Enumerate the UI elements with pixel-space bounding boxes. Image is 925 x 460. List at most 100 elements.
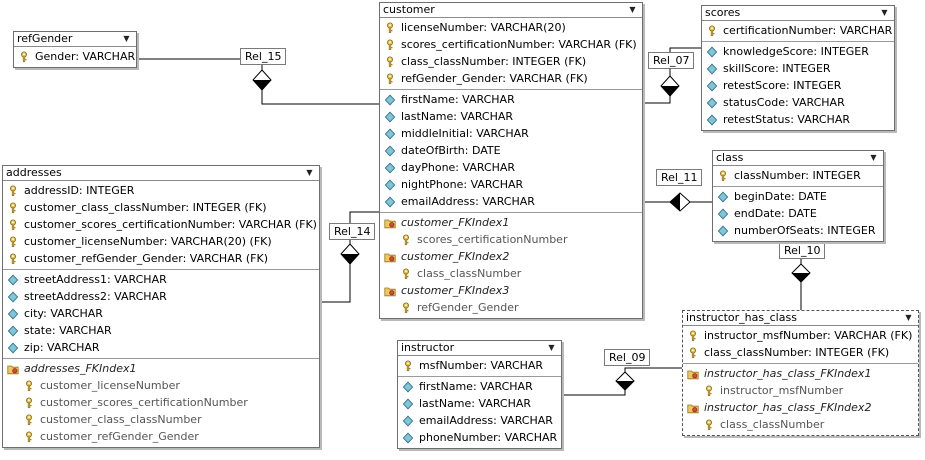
column-label: customer_class_classNumber (40, 413, 202, 426)
column-label: streetAddress1: VARCHAR (24, 273, 167, 286)
column-row[interactable]: retestScore: INTEGER (702, 77, 894, 94)
column-row[interactable]: customer_licenseNumber (3, 377, 319, 394)
column-row[interactable]: state: VARCHAR (3, 322, 319, 339)
table-name: refGender (17, 32, 73, 45)
column-row[interactable]: retestStatus: VARCHAR (702, 111, 894, 128)
column-row[interactable]: nightPhone: VARCHAR (380, 176, 642, 193)
column-row[interactable]: dayPhone: VARCHAR (380, 159, 642, 176)
column-row[interactable]: lastName: VARCHAR (398, 395, 561, 412)
column-row[interactable]: skillScore: INTEGER (702, 60, 894, 77)
column-row[interactable]: firstName: VARCHAR (398, 378, 561, 395)
column-row[interactable]: emailAddress: VARCHAR (380, 193, 642, 210)
column-row[interactable]: customer_refGender_Gender: VARCHAR (FK) (3, 250, 319, 267)
rel-09-label[interactable]: Rel_09 (604, 349, 651, 366)
chevron-down-icon[interactable]: ▼ (306, 168, 313, 177)
column-row[interactable]: emailAddress: VARCHAR (398, 412, 561, 429)
column-label: customer_scores_certificationNumber: VAR… (24, 218, 317, 231)
attribute-icon (717, 225, 729, 237)
table-customer[interactable]: customer▼licenseNumber: VARCHAR(20)score… (379, 2, 643, 319)
chevron-down-icon[interactable]: ▼ (905, 313, 912, 322)
column-row[interactable]: class_classNumber: INTEGER (FK) (380, 53, 642, 70)
column-row[interactable]: streetAddress1: VARCHAR (3, 271, 319, 288)
table-header[interactable]: scores▼ (702, 6, 894, 21)
column-row[interactable]: customer_class_classNumber: INTEGER (FK) (3, 199, 319, 216)
column-row[interactable]: class_classNumber (683, 416, 918, 433)
column-row[interactable]: statusCode: VARCHAR (702, 94, 894, 111)
column-row[interactable]: firstName: VARCHAR (380, 91, 642, 108)
column-row[interactable]: dateOfBirth: DATE (380, 142, 642, 159)
table-refgender[interactable]: refGender ▼ Gender: VARCHAR (13, 31, 137, 68)
column-row[interactable]: scores_certificationNumber: VARCHAR (FK) (380, 36, 642, 53)
index-row[interactable]: customer_FKIndex2 (380, 248, 642, 265)
rel-07-label[interactable]: Rel_07 (648, 52, 695, 69)
index-row[interactable]: customer_FKIndex3 (380, 282, 642, 299)
column-row[interactable]: customer_scores_certificationNumber: VAR… (3, 216, 319, 233)
attribute-icon (402, 398, 414, 410)
column-row[interactable]: numberOfSeats: INTEGER (713, 222, 883, 239)
table-header[interactable]: refGender ▼ (14, 32, 136, 47)
rel-11-label[interactable]: Rel_11 (656, 169, 703, 186)
column-row[interactable]: customer_class_classNumber (3, 411, 319, 428)
column-row[interactable]: city: VARCHAR (3, 305, 319, 322)
table-header[interactable]: addresses▼ (3, 166, 319, 181)
chevron-down-icon[interactable]: ▼ (870, 153, 877, 162)
column-row[interactable]: classNumber: INTEGER (713, 167, 883, 184)
column-row[interactable]: knowledgeScore: INTEGER (702, 43, 894, 60)
table-header[interactable]: class▼ (713, 151, 883, 166)
column-row[interactable]: scores_certificationNumber (380, 231, 642, 248)
table-header[interactable]: instructor_has_class▼ (683, 311, 918, 326)
column-row[interactable]: customer_licenseNumber: VARCHAR(20) (FK) (3, 233, 319, 250)
chevron-down-icon[interactable]: ▼ (548, 343, 555, 352)
column-row[interactable]: instructor_msfNumber: VARCHAR (FK) (683, 327, 918, 344)
table-scores[interactable]: scores▼certificationNumber: VARCHAR knowl… (701, 5, 895, 131)
column-row[interactable]: lastName: VARCHAR (380, 108, 642, 125)
column-row[interactable]: instructor_msfNumber (683, 382, 918, 399)
attribute-icon (7, 325, 19, 337)
index-row[interactable]: instructor_has_class_FKIndex1 (683, 365, 918, 382)
table-class[interactable]: class▼classNumber: INTEGER beginDate: DAT… (712, 150, 884, 242)
column-row[interactable]: addressID: INTEGER (3, 182, 319, 199)
column-row[interactable]: Gender: VARCHAR (14, 48, 136, 65)
key-icon (706, 25, 718, 37)
column-row[interactable]: certificationNumber: VARCHAR (702, 22, 894, 39)
attribute-icon (7, 274, 19, 286)
column-row[interactable]: zip: VARCHAR (3, 339, 319, 356)
column-row[interactable]: msfNumber: VARCHAR (398, 357, 561, 374)
table-header[interactable]: instructor▼ (398, 341, 561, 356)
chevron-down-icon[interactable]: ▼ (123, 34, 130, 43)
chevron-down-icon[interactable]: ▼ (881, 8, 888, 17)
index-row[interactable]: addresses_FKIndex1 (3, 360, 319, 377)
attribute-icon (706, 46, 718, 58)
key-icon (7, 236, 19, 248)
table-instructor-has-class[interactable]: instructor_has_class▼instructor_msfNumbe… (682, 310, 919, 436)
key-icon (703, 385, 715, 397)
column-row[interactable]: class_classNumber (380, 265, 642, 282)
column-row[interactable]: customer_refGender_Gender (3, 428, 319, 445)
column-row[interactable]: refGender_Gender: VARCHAR (FK) (380, 70, 642, 87)
column-row[interactable]: beginDate: DATE (713, 188, 883, 205)
chevron-down-icon[interactable]: ▼ (629, 5, 636, 14)
column-row[interactable]: endDate: DATE (713, 205, 883, 222)
rel-14-label[interactable]: Rel_14 (329, 223, 376, 240)
column-label: firstName: VARCHAR (419, 380, 533, 393)
index-row[interactable]: customer_FKIndex1 (380, 214, 642, 231)
index-icon (384, 285, 396, 297)
table-header[interactable]: customer▼ (380, 3, 642, 18)
column-row[interactable]: class_classNumber: INTEGER (FK) (683, 344, 918, 361)
rel-15-label[interactable]: Rel_15 (240, 48, 287, 65)
column-row[interactable]: streetAddress2: VARCHAR (3, 288, 319, 305)
column-row[interactable]: middleInitial: VARCHAR (380, 125, 642, 142)
column-label: retestScore: INTEGER (723, 79, 842, 92)
column-row[interactable]: refGender_Gender (380, 299, 642, 316)
column-row[interactable]: customer_scores_certificationNumber (3, 394, 319, 411)
column-label: skillScore: INTEGER (723, 62, 831, 75)
column-row[interactable]: phoneNumber: VARCHAR (398, 429, 561, 446)
index-row[interactable]: instructor_has_class_FKIndex2 (683, 399, 918, 416)
rel-10-label[interactable]: Rel_10 (779, 242, 826, 259)
column-label: customer_refGender_Gender: VARCHAR (FK) (24, 252, 268, 265)
column-row[interactable]: licenseNumber: VARCHAR(20) (380, 19, 642, 36)
table-instructor[interactable]: instructor▼msfNumber: VARCHAR firstName: … (397, 340, 562, 449)
attribute-icon (7, 342, 19, 354)
